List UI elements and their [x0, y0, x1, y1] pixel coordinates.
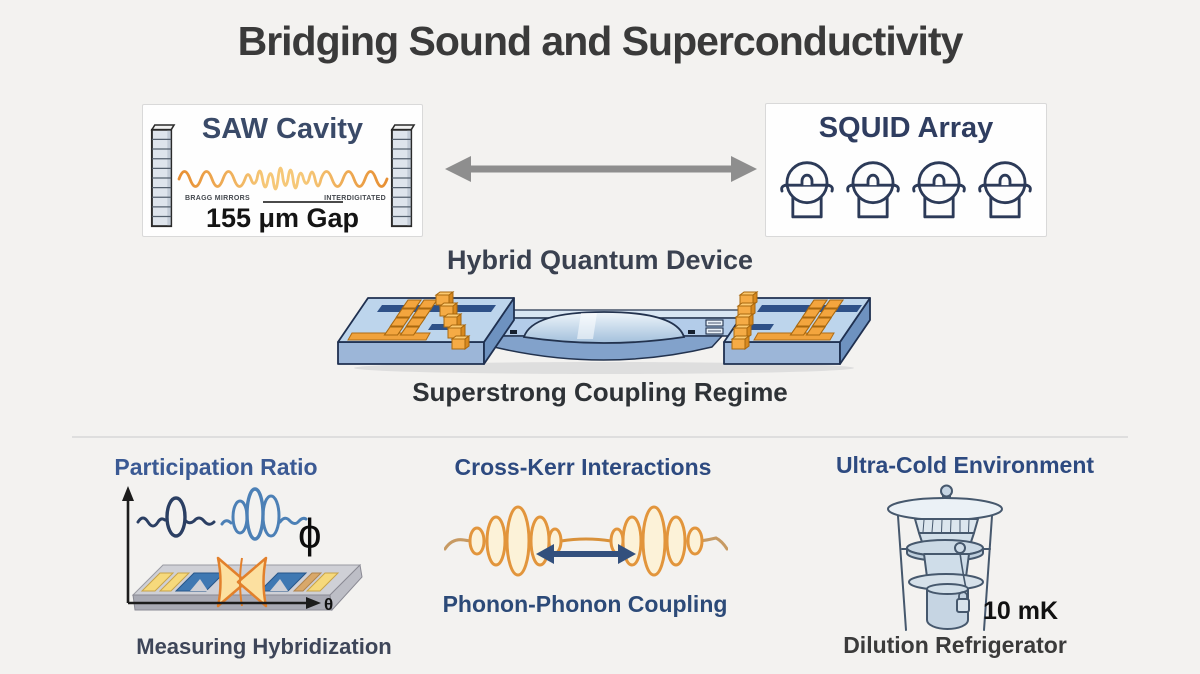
- squid-symbols-row: [777, 153, 1035, 229]
- coupling-arrow-icon: [445, 156, 757, 182]
- dilution-refrigerator-illustration: [887, 484, 1003, 631]
- squid-array-title: SQUID Array: [818, 112, 994, 144]
- phi-symbol: ϕ: [298, 510, 322, 557]
- phonon-coupling-caption: Phonon-Phonon Coupling: [442, 591, 728, 617]
- mirror-left-label: Bragg Mirrors: [185, 195, 250, 202]
- saw-cavity-title: SAW Cavity: [201, 113, 364, 145]
- phonon-coupling-illustration: [444, 505, 728, 577]
- saw-waveform-icon: [177, 166, 389, 191]
- participation-ratio-caption: Measuring Hybridization: [136, 634, 392, 659]
- cross-kerr-title: Cross-Kerr Interactions: [454, 454, 712, 480]
- saw-cavity-box: SAW Cavity Bragg Mirrors Interdigitated …: [142, 104, 423, 237]
- hybrid-chip-illustration: [337, 291, 871, 374]
- theta-symbol: θ: [324, 595, 333, 614]
- gap-measure-line: [263, 201, 343, 203]
- squid-icon: [846, 161, 900, 219]
- participation-ratio-illustration: ϕ θ: [122, 486, 363, 614]
- ultra-cold-title: Ultra-Cold Environment: [835, 452, 1095, 478]
- participation-ratio-title: Participation Ratio: [114, 454, 318, 480]
- temperature-label: 10 mK: [983, 597, 1059, 625]
- squid-icon: [780, 161, 834, 219]
- squid-icon: [978, 161, 1032, 219]
- gap-label: 155 μm Gap: [205, 203, 360, 233]
- coupling-regime-caption: Superstrong Coupling Regime: [412, 377, 788, 407]
- mirror-right-label: Interdigitated: [324, 195, 386, 202]
- page-title: Bridging Sound and Superconductivity: [237, 18, 964, 64]
- section-divider: [72, 436, 1128, 438]
- dilution-refrigerator-caption: Dilution Refrigerator: [843, 632, 1067, 658]
- hybrid-device-title: Hybrid Quantum Device: [446, 245, 754, 275]
- squid-icon: [912, 161, 966, 219]
